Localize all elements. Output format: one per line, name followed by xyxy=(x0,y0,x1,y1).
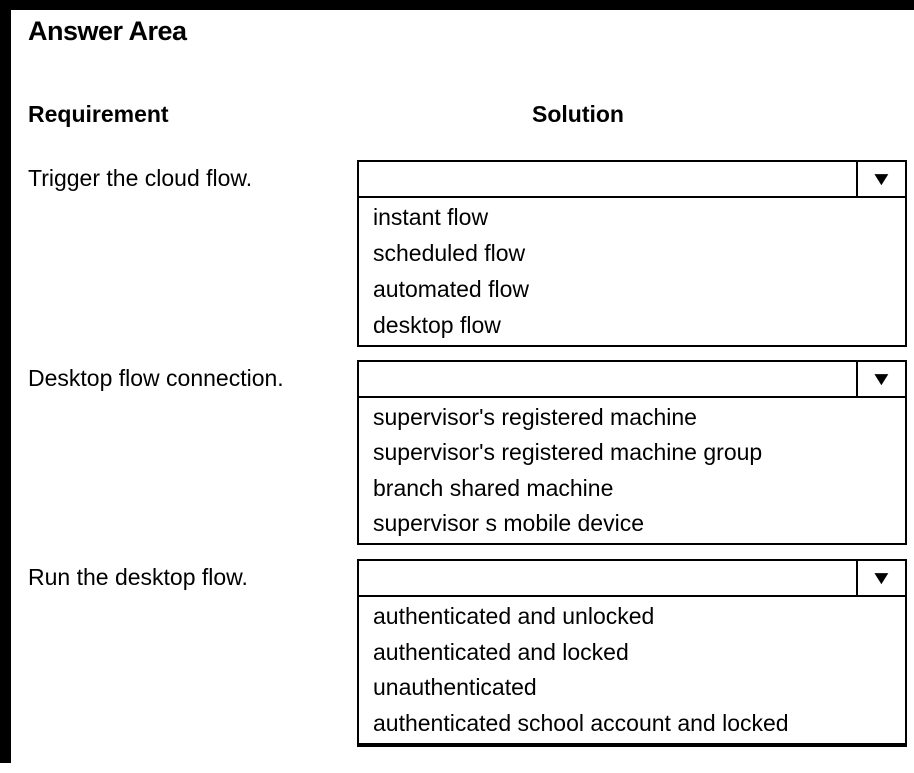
dropdown-option[interactable]: unauthenticated xyxy=(373,674,537,701)
frame-left-bar xyxy=(0,0,11,763)
dropdown-option[interactable]: scheduled flow xyxy=(373,240,526,267)
dropdown-select-box[interactable]: ▼ xyxy=(357,559,907,597)
solution-dropdown-run: ▼ authenticated and unlocked authenticat… xyxy=(357,559,907,747)
solution-dropdown-trigger: ▼ instant flow scheduled flow automated … xyxy=(357,160,907,347)
dropdown-option[interactable]: instant flow xyxy=(373,204,489,231)
dropdown-option[interactable]: authenticated and unlocked xyxy=(373,603,655,630)
dropdown-arrow-button[interactable]: ▼ xyxy=(858,162,905,196)
page-title: Answer Area xyxy=(28,16,187,46)
dropdown-divider xyxy=(856,162,858,196)
dropdown-arrow-button[interactable]: ▼ xyxy=(858,362,905,396)
dropdown-option[interactable]: supervisor s mobile device xyxy=(373,509,645,536)
dropdown-selected-value[interactable] xyxy=(359,362,856,396)
dropdown-option[interactable]: desktop flow xyxy=(373,311,501,338)
dropdown-selected-value[interactable] xyxy=(359,162,856,196)
dropdown-selected-value[interactable] xyxy=(359,561,856,595)
dropdown-option[interactable]: authenticated and locked xyxy=(373,638,629,665)
dropdown-option[interactable]: branch shared machine xyxy=(373,474,614,501)
dropdown-option[interactable]: supervisor's registered machine xyxy=(373,404,697,431)
dropdown-select-box[interactable]: ▼ xyxy=(357,160,907,198)
dropdown-option[interactable]: authenticated school account and locked xyxy=(373,709,789,736)
column-header-solution: Solution xyxy=(532,101,624,127)
dropdown-divider xyxy=(856,362,858,396)
solution-dropdown-connection: ▼ supervisor's registered machine superv… xyxy=(357,360,907,545)
dropdown-arrow-button[interactable]: ▼ xyxy=(858,561,905,595)
frame-top-bar xyxy=(0,0,914,10)
chevron-down-icon: ▼ xyxy=(869,168,894,190)
dropdown-options-list: instant flow scheduled flow automated fl… xyxy=(357,198,907,347)
chevron-down-icon: ▼ xyxy=(869,567,894,589)
requirement-label: Trigger the cloud flow. xyxy=(28,165,253,191)
dropdown-option[interactable]: automated flow xyxy=(373,275,529,302)
dropdown-option[interactable]: supervisor's registered machine group xyxy=(373,439,763,466)
dropdown-divider xyxy=(856,561,858,595)
dropdown-options-list: supervisor's registered machine supervis… xyxy=(357,398,907,545)
column-header-requirement: Requirement xyxy=(28,101,169,127)
dropdown-options-list: authenticated and unlocked authenticated… xyxy=(357,597,907,747)
chevron-down-icon: ▼ xyxy=(869,368,894,390)
requirement-label: Desktop flow connection. xyxy=(28,365,284,391)
requirement-label: Run the desktop flow. xyxy=(28,564,248,590)
dropdown-select-box[interactable]: ▼ xyxy=(357,360,907,398)
